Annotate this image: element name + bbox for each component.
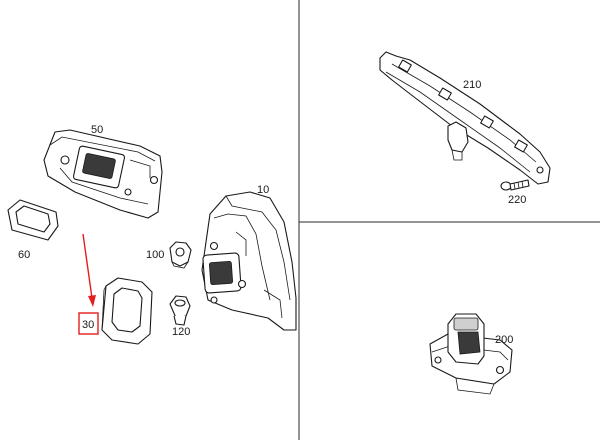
highlight-box	[78, 312, 99, 335]
part-220-screw[interactable]	[500, 179, 530, 191]
part-60-gasket[interactable]	[7, 199, 59, 241]
label-200[interactable]: 200	[495, 334, 513, 346]
part-210-bracket[interactable]	[379, 51, 551, 185]
label-10[interactable]: 10	[257, 184, 269, 196]
label-220[interactable]: 220	[508, 194, 526, 206]
part-200-camera[interactable]	[429, 313, 513, 395]
part-120-clip[interactable]	[169, 295, 191, 326]
part-30-seal[interactable]	[101, 277, 153, 345]
label-100[interactable]: 100	[146, 249, 164, 261]
label-210[interactable]: 210	[463, 79, 481, 91]
part-100-nut[interactable]	[169, 241, 192, 269]
part-50-tail-lamp-inner[interactable]	[43, 129, 163, 219]
label-50[interactable]: 50	[91, 124, 103, 136]
panel-dividers	[298, 0, 600, 440]
label-30[interactable]: 30	[82, 319, 94, 331]
label-120[interactable]: 120	[172, 326, 190, 338]
label-60[interactable]: 60	[18, 249, 30, 261]
part-10-tail-lamp-assembly[interactable]	[201, 191, 297, 331]
part-labels: 10 30 50 60 100 120 200 210 220	[18, 79, 526, 346]
highlight-arrow	[82, 233, 96, 307]
